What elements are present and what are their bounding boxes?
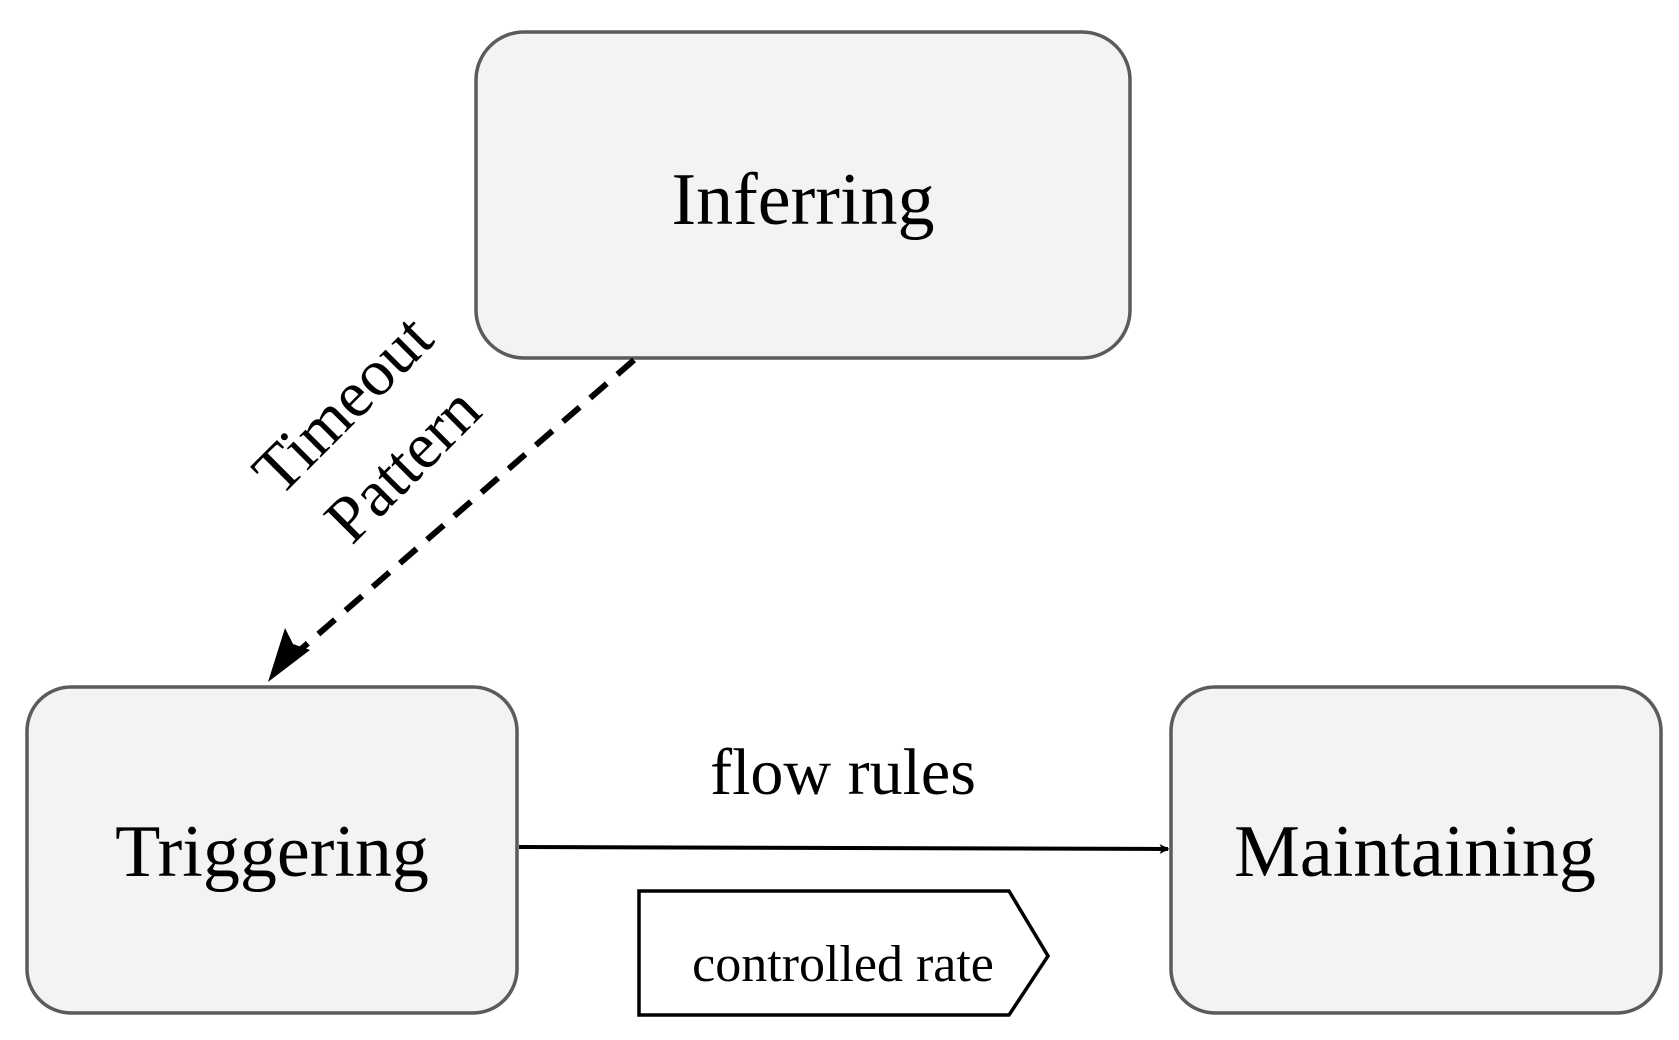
tag-shape <box>637 889 1051 1017</box>
solid-edge-line <box>518 843 1170 854</box>
node-inferring-label: Inferring <box>672 159 935 241</box>
node-triggering[interactable]: Triggering <box>25 685 519 1015</box>
tag-label: controlled rate <box>692 936 994 993</box>
node-inferring-box <box>474 30 1132 360</box>
node-triggering-box <box>25 685 519 1015</box>
node-inferring[interactable]: Inferring <box>474 30 1132 360</box>
edge-label-flow-rules: flow rules <box>710 736 976 809</box>
node-maintaining[interactable]: Maintaining <box>1169 685 1663 1015</box>
node-triggering-label: Triggering <box>115 811 429 893</box>
node-maintaining-label: Maintaining <box>1234 811 1596 893</box>
dashed-edge-line <box>298 357 636 653</box>
edge-triggering-to-maintaining[interactable]: flow rules <box>518 736 1170 854</box>
node-maintaining-box <box>1169 685 1663 1015</box>
dashed-edge-arrowhead-icon <box>268 628 310 682</box>
tag-controlled-rate: controlled rate <box>637 889 1051 1017</box>
